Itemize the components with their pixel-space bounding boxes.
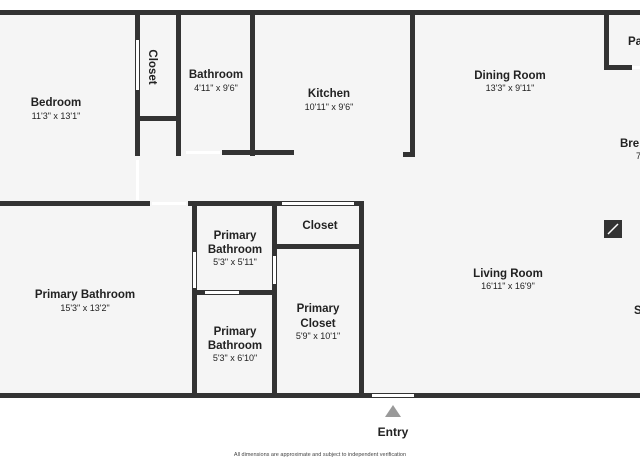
door-primary-bath — [152, 202, 186, 205]
primary-bathroom-upper-name-1: Primary — [214, 230, 257, 242]
wall-bathroom-east — [250, 14, 255, 156]
breakfast-partial-dims: 7 — [636, 151, 640, 161]
wall-pantry-west — [604, 14, 609, 70]
bedroom-name: Bedroom — [31, 97, 81, 109]
entry-label: Entry — [378, 425, 409, 439]
wall-kitchen-stub — [403, 152, 415, 157]
door-primary-bath-small-b — [205, 291, 239, 294]
pantry-partial-name: Pa — [628, 36, 640, 48]
kitchen-name: Kitchen — [308, 88, 350, 100]
dining-room-dims: 13'3" x 9'11" — [486, 83, 535, 93]
door-primary-bath-small — [193, 252, 196, 288]
closet-top-name: Closet — [146, 49, 158, 84]
wall-primary-bath-small-east — [272, 203, 277, 395]
door-entry — [372, 394, 414, 397]
closet-mid-name: Closet — [302, 220, 337, 232]
door-closet-lower — [136, 160, 139, 200]
wall-kitchen-east — [410, 14, 415, 157]
entry-arrow-icon — [385, 405, 401, 417]
kitchen-dims: 10'11" x 9'6" — [305, 102, 354, 112]
wall-primary-bath-east — [192, 203, 197, 395]
bathroom-dims: 4'11" x 9'6" — [194, 83, 238, 93]
wall-closet-mid-south — [274, 244, 362, 249]
door-primary-bath-mid — [273, 256, 276, 284]
wall-bedroom-south — [0, 201, 150, 206]
bedroom-dims: 11'3" x 13'1" — [32, 111, 81, 121]
wall-primary-closet-east — [359, 203, 364, 395]
s-partial-name: S — [634, 305, 640, 317]
door-pantry — [632, 66, 640, 69]
door-closet-mid — [282, 202, 354, 205]
living-room-dims: 16'11" x 16'9" — [481, 281, 535, 291]
primary-bathroom-upper-dims: 5'3" x 5'11" — [213, 257, 257, 267]
openings — [136, 40, 640, 397]
primary-closet-name-1: Primary — [297, 303, 340, 315]
primary-closet-name-2: Closet — [300, 318, 335, 330]
primary-bathroom-upper-name-2: Bathroom — [208, 244, 262, 256]
primary-bathroom-large-name: Primary Bathroom — [35, 289, 135, 301]
dining-room-name: Dining Room — [474, 70, 546, 82]
disclaimer: All dimensions are approximate and subje… — [234, 452, 406, 458]
living-room-name: Living Room — [473, 268, 543, 280]
wall-bottom — [0, 393, 640, 398]
wall-top — [0, 10, 640, 15]
primary-bathroom-large-dims: 15'3" x 13'2" — [60, 303, 109, 313]
wall-closet-east — [176, 14, 181, 156]
wall-closet-shelf — [135, 116, 181, 121]
breakfast-partial-name: Bre — [620, 138, 639, 150]
wall-mid-south-a — [188, 201, 278, 206]
primary-bathroom-lower-name-1: Primary — [214, 326, 257, 338]
bathroom-name: Bathroom — [189, 69, 243, 81]
door-bath-bottom — [186, 151, 220, 154]
primary-bathroom-lower-dims: 5'3" x 6'10" — [213, 353, 257, 363]
primary-closet-dims: 5'9" x 10'1" — [296, 331, 340, 341]
primary-bathroom-lower-name-2: Bathroom — [208, 340, 262, 352]
wall-pantry-south — [604, 65, 632, 70]
wall-bath-bottom — [222, 150, 294, 155]
door-closet-top — [136, 40, 139, 90]
column-post-slash — [607, 223, 619, 235]
